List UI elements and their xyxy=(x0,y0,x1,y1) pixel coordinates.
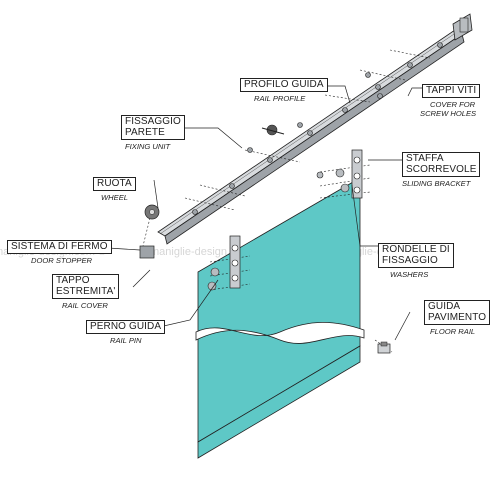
screw-caps-title: TAPPI VITI xyxy=(422,84,481,98)
wheel-part xyxy=(144,204,160,220)
label-door-stopper: SISTEMA DI FERMO DOOR STOPPER xyxy=(7,240,112,265)
rail-pin-title: PERNO GUIDA xyxy=(86,320,166,334)
fixing-unit-title-1: FISSAGGIO xyxy=(125,116,181,127)
screw-caps-subtitle-2: SCREW HOLES xyxy=(420,108,477,118)
label-rail-cover: TAPPO ESTREMITA' RAIL COVER xyxy=(52,274,120,310)
rail-cover-title: TAPPO ESTREMITA' xyxy=(52,274,120,299)
sliding-bracket-part xyxy=(316,149,363,199)
glass-door-panel xyxy=(195,177,365,459)
washers-title-2: FISSAGGIO xyxy=(382,254,438,266)
wheel-title: RUOTA xyxy=(93,177,136,191)
label-fixing-unit: FISSAGGIO PARETE FIXING UNIT xyxy=(121,115,185,151)
washers-title: RONDELLE DI FISSAGGIO xyxy=(378,243,454,268)
fixing-unit-title: FISSAGGIO PARETE xyxy=(121,115,185,140)
floor-rail-subtitle: FLOOR RAIL xyxy=(430,327,476,336)
fixing-unit-part xyxy=(261,124,285,136)
sliding-bracket-subtitle: SLIDING BRACKET xyxy=(402,179,471,188)
rail-profile-title: PROFILO GUIDA xyxy=(240,78,328,92)
door-stopper-subtitle: DOOR STOPPER xyxy=(31,256,93,265)
rail-cover-title-1: TAPPO xyxy=(56,275,90,286)
screw-caps-subtitle-1: COVER FOR xyxy=(430,100,476,109)
floor-rail-title-2: PAVIMENTO xyxy=(428,311,487,323)
rail-cover-title-2: ESTREMITA' xyxy=(56,285,116,297)
rail-cover-part xyxy=(459,17,469,33)
door-stopper-title: SISTEMA DI FERMO xyxy=(7,240,112,254)
label-floor-rail: GUIDA PAVIMENTO FLOOR RAIL xyxy=(424,300,491,336)
rail-pin-subtitle: RAIL PIN xyxy=(110,336,142,345)
label-rail-pin: PERNO GUIDA RAIL PIN xyxy=(86,320,166,345)
label-sliding-bracket: STAFFA SCORREVOLE SLIDING BRACKET xyxy=(402,152,481,188)
label-washers: RONDELLE DI FISSAGGIO WASHERS xyxy=(378,243,454,279)
sliding-bracket-title: STAFFA SCORREVOLE xyxy=(402,152,481,177)
washers-title-1: RONDELLE DI xyxy=(382,244,450,255)
door-stopper-part xyxy=(139,245,155,259)
label-wheel: RUOTA WHEEL xyxy=(93,177,136,202)
rail-cover-subtitle: RAIL COVER xyxy=(62,301,108,310)
floor-rail-title-1: GUIDA xyxy=(428,301,461,312)
sliding-bracket-left-part xyxy=(207,235,241,291)
wheel-subtitle: WHEEL xyxy=(101,193,129,202)
washers-subtitle: WASHERS xyxy=(390,270,429,279)
floor-rail-part xyxy=(377,341,391,354)
sliding-bracket-title-1: STAFFA xyxy=(406,153,444,164)
floor-rail-title: GUIDA PAVIMENTO xyxy=(424,300,491,325)
fixing-unit-title-2: PARETE xyxy=(125,126,165,138)
rail-profile-subtitle: RAIL PROFILE xyxy=(254,94,306,103)
fixing-unit-subtitle: FIXING UNIT xyxy=(125,142,171,151)
label-screw-caps: TAPPI VITI COVER FOR SCREW HOLES xyxy=(420,84,481,118)
label-rail-profile: PROFILO GUIDA RAIL PROFILE xyxy=(240,78,328,103)
sliding-bracket-title-2: SCORREVOLE xyxy=(406,163,477,175)
